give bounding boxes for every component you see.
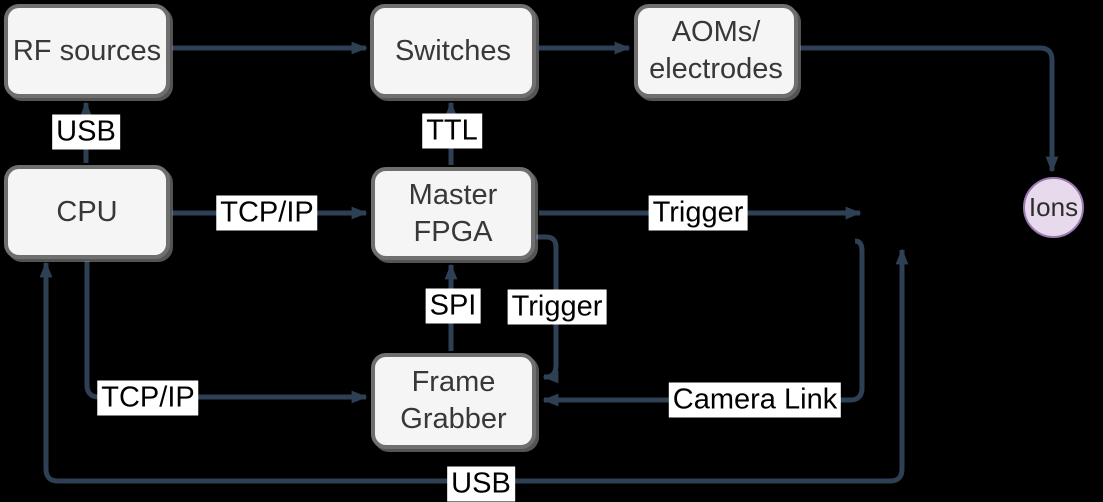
node-ions-label: Ions xyxy=(1028,192,1079,222)
edge-label-spi: SPI xyxy=(425,288,481,324)
node-master-fpga: Master FPGA xyxy=(371,167,535,260)
edge-label-ttl: TTL xyxy=(422,113,482,149)
node-rf-sources-label: RF sources xyxy=(12,34,162,67)
edge-cameralink-camera-to-grabber-arrow xyxy=(542,238,865,407)
node-master-fpga-line1: Master xyxy=(408,178,498,211)
node-frame-grabber-line1: Frame xyxy=(411,366,496,398)
node-cpu: CPU xyxy=(4,165,170,259)
node-cpu-label: CPU xyxy=(56,195,118,228)
node-switches-label: Switches xyxy=(394,34,512,67)
edge-label-usb-top: USB xyxy=(52,114,120,150)
node-switches: Switches xyxy=(370,4,536,98)
node-frame-grabber: Frame Grabber xyxy=(371,353,536,449)
node-frame-grabber-line2: Grabber xyxy=(400,403,507,435)
edge-label-tcpip-bottom: TCP/IP xyxy=(97,380,199,416)
node-aoms-line2: electrodes xyxy=(649,53,783,85)
node-ions: Ions xyxy=(1023,177,1084,238)
edge-label-camera-link: Camera Link xyxy=(668,382,842,418)
edge-label-trigger-right: Trigger xyxy=(648,195,748,231)
node-rf-sources: RF sources xyxy=(4,4,170,98)
node-aoms-line1: AOMs/ xyxy=(671,16,761,48)
edge-aoms-to-ions-arrow xyxy=(800,45,1059,173)
edge-label-usb-bottom: USB xyxy=(447,466,515,502)
edge-label-trigger-down: Trigger xyxy=(507,289,607,325)
edge-tcpip-cpu-to-grabber-arrow xyxy=(84,261,368,404)
node-aoms-electrodes: AOMs/ electrodes xyxy=(634,4,798,98)
edge-label-tcpip-top: TCP/IP xyxy=(216,195,318,231)
node-master-fpga-line2: FPGA xyxy=(413,215,493,248)
